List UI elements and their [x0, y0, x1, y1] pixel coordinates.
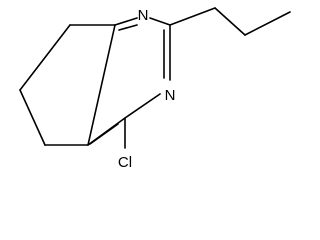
pyrimidine-ring [87, 17, 171, 146]
bond-cb-cc [244, 11, 291, 36]
bond-c7a-n1 [114, 17, 138, 26]
bond-n1-c2 [149, 17, 171, 26]
propyl-chain [169, 7, 291, 36]
bond-ca-cb [214, 7, 246, 36]
chemical-structure-diagram: N N Cl [19, 7, 291, 171]
bond-c5-c6 [19, 89, 46, 146]
bond-c6-c7 [19, 24, 71, 91]
atom-label-n1: N [138, 7, 149, 24]
bond-c7a-n1-double [118, 24, 138, 31]
bond-n3-c4 [124, 93, 161, 119]
atom-label-cl: Cl [118, 154, 132, 171]
cyclopentane-ring [19, 24, 116, 146]
bond-c4a-c7a [87, 24, 116, 146]
atom-label-n3: N [165, 87, 176, 104]
bond-c4-c4a-double [89, 123, 119, 145]
bond-c2-ca [169, 7, 216, 26]
